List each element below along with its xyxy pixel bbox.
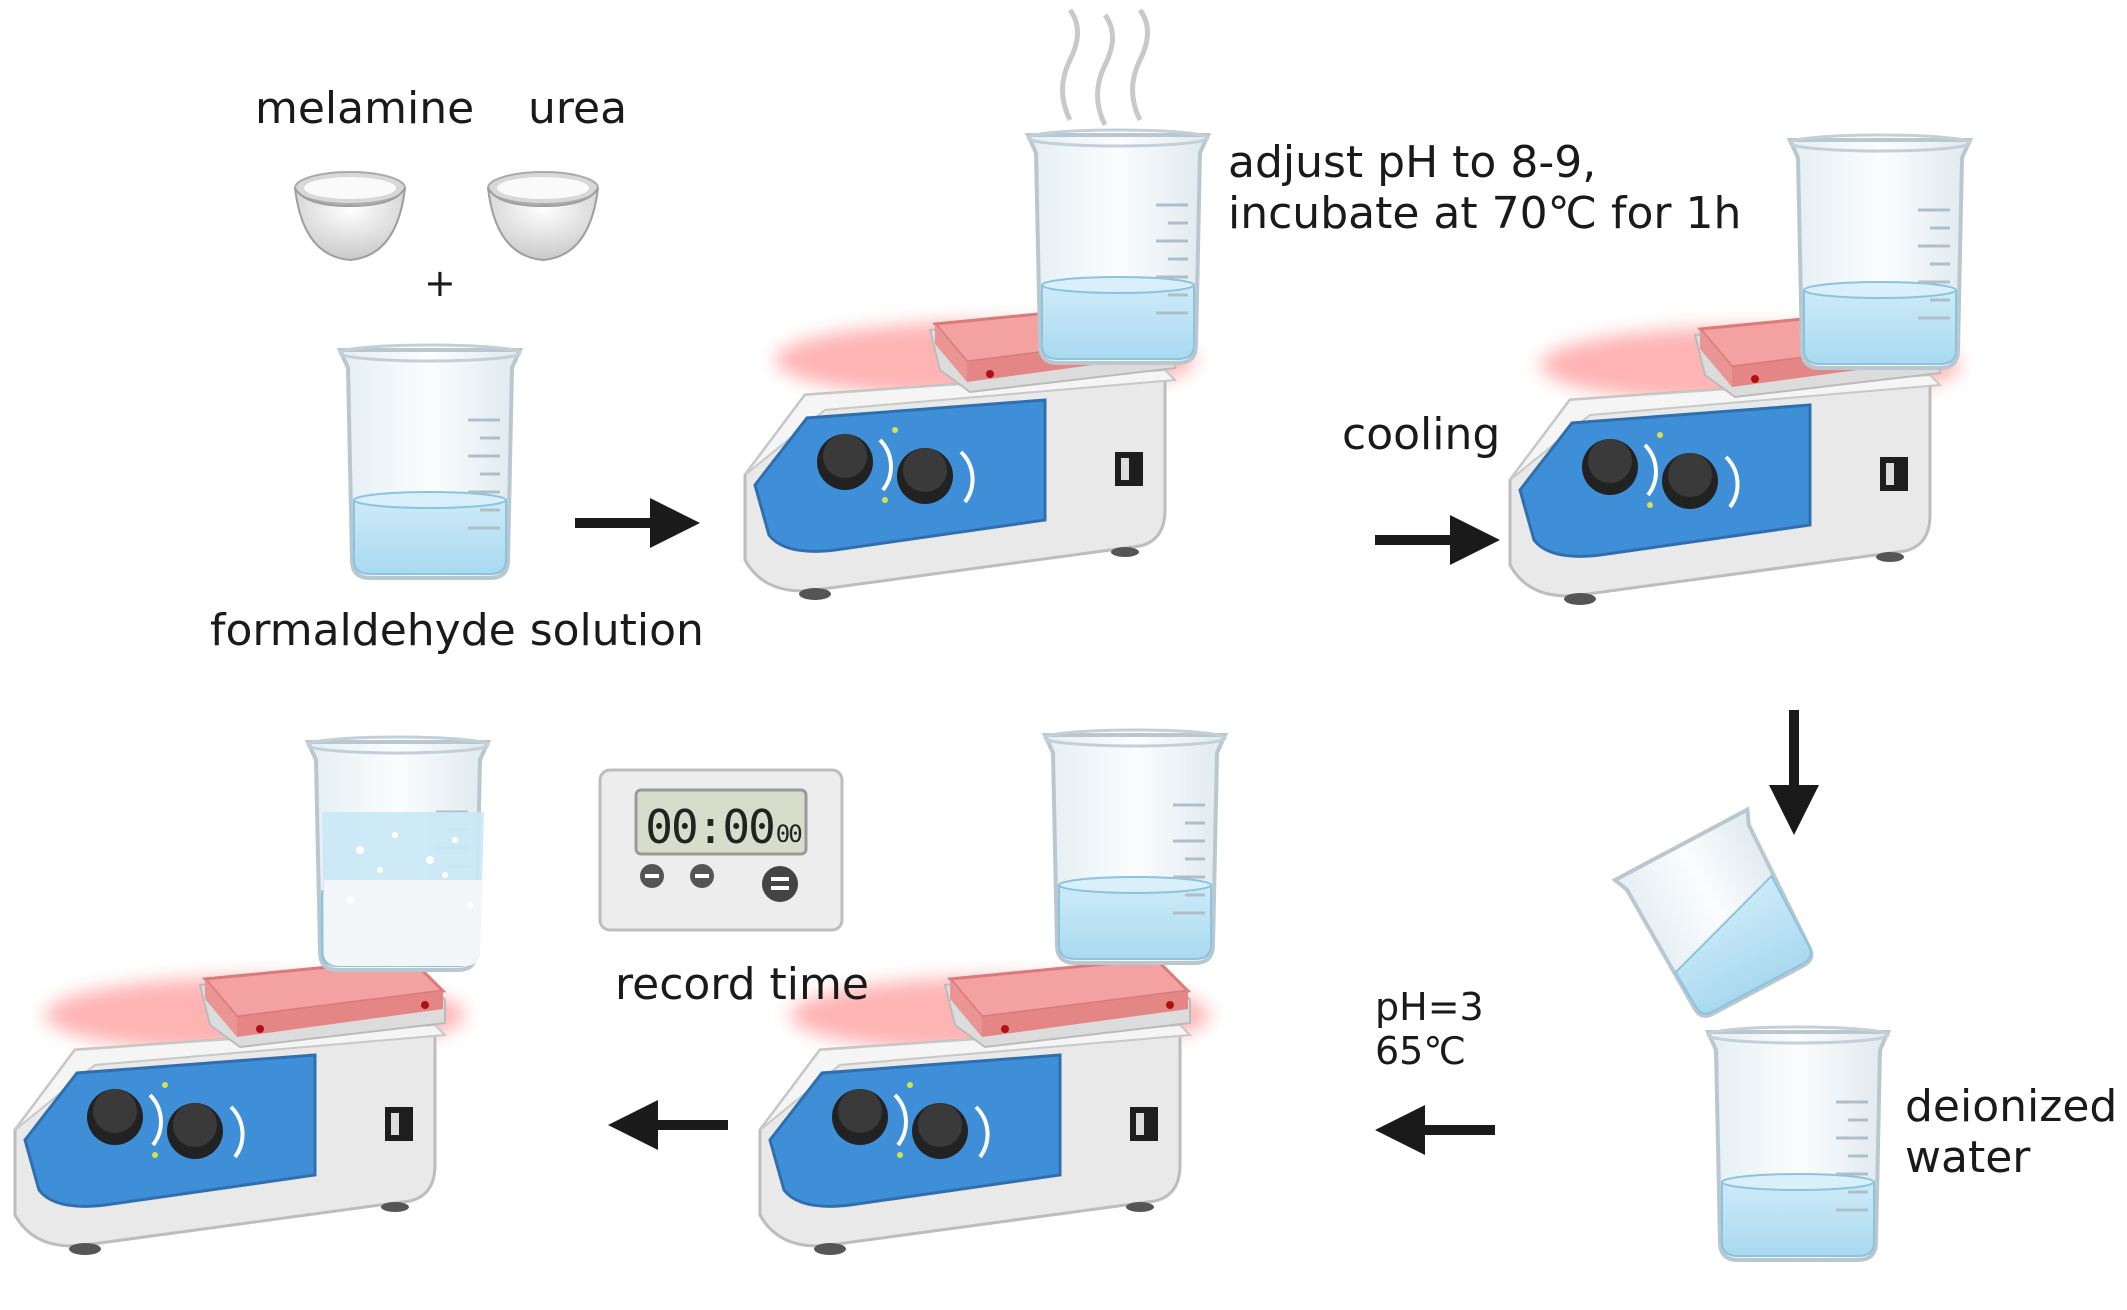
beaker-step3-icon [1788,133,1972,370]
label-urea: urea [528,83,628,134]
urea-bowl-icon [487,171,599,261]
hotplate-step6-icon [15,959,465,1255]
timer-icon [598,768,844,932]
pouring-beaker-icon [1611,806,1814,1018]
deionized-water-beaker-icon [1706,1025,1890,1262]
label-melamine: melamine [255,83,475,134]
label-deionized-water: deionized water [1905,1081,2118,1183]
steam-icon [1060,8,1150,127]
precipitate-beaker-icon [306,735,490,972]
label-ph-temperature: pH=3 65℃ [1375,985,1484,1073]
label-deionized-line2: water [1905,1131,2031,1183]
label-step2-conditions: adjust pH to 8-9, incubate at 70℃ for 1h [1228,137,1742,239]
label-step2-line1: adjust pH to 8-9, [1228,137,1597,188]
label-temperature: 65℃ [1375,1028,1467,1073]
label-record-time: record time [615,959,869,1010]
label-formaldehyde-solution: formaldehyde solution [210,605,704,656]
beaker-step2-icon [1026,128,1210,365]
beaker-step5-icon [1043,728,1227,965]
timer-main: 00:00 [645,800,775,854]
label-cooling: cooling [1342,409,1501,460]
label-plus: + [424,261,456,305]
label-deionized-line1: deionized [1905,1081,2118,1132]
label-step2-line2: incubate at 70℃ for 1h [1228,187,1742,239]
timer-sub: 00 [775,820,803,848]
melamine-bowl-icon [294,171,406,261]
formaldehyde-beaker-icon [338,343,522,580]
timer-readout: 00:00 00 [638,796,808,854]
label-ph: pH=3 [1375,985,1484,1029]
